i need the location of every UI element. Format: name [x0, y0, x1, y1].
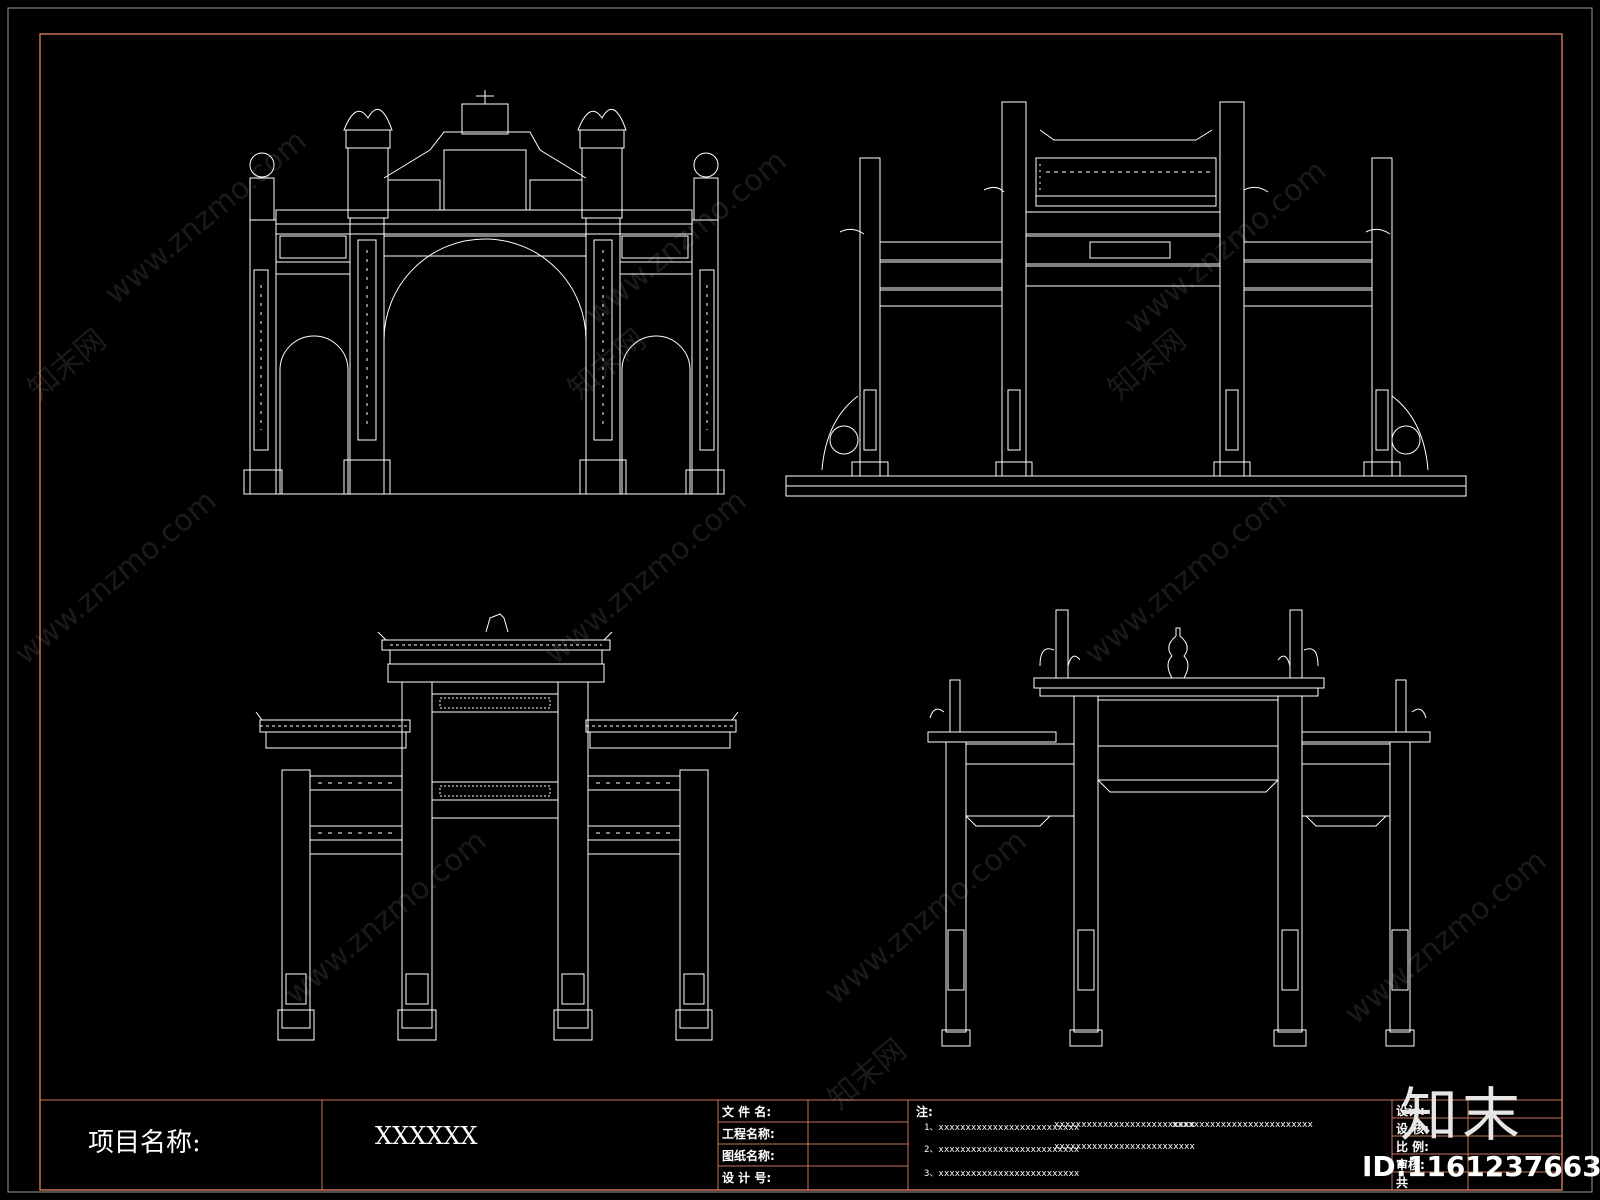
- total-label: 共: [1396, 1176, 1409, 1190]
- id-tag: ID:1161237663: [1362, 1150, 1600, 1183]
- file-name-label: 文 件 名:: [722, 1105, 772, 1119]
- designer-label: 设计:: [1396, 1104, 1425, 1118]
- pailou-elevation-1: [785, 101, 1467, 497]
- scale-label: 比 例:: [1396, 1140, 1429, 1154]
- outer-frame: [7, 7, 1593, 1193]
- drawing-name-label: 图纸名称:: [722, 1149, 775, 1163]
- drawing-border: [39, 33, 1563, 1191]
- note-1b: xxxxxxxxxxxxxxxxxxxxxxxxxx: [1054, 1120, 1195, 1130]
- note-1c: xxxxxxxxxxxxxxxxxxxxxxxxxx: [1172, 1120, 1313, 1130]
- project-name-label: 项目名称:: [88, 1128, 201, 1158]
- brand-logo-text: 知末: [1400, 1081, 1525, 1149]
- notes-label: 注:: [916, 1105, 933, 1119]
- reviewer-label: 设 核:: [1396, 1122, 1429, 1136]
- project-title-label: 工程名称:: [722, 1127, 775, 1141]
- note-2a: 2、xxxxxxxxxxxxxxxxxxxxxxxxxx: [924, 1145, 1080, 1155]
- design-number-label: 设 计 号:: [722, 1171, 772, 1185]
- three-bay-gate-elevation: [255, 613, 739, 1041]
- title-block: [40, 1099, 1562, 1190]
- note-3a: 3、xxxxxxxxxxxxxxxxxxxxxxxxxx: [924, 1169, 1080, 1179]
- note-2b: xxxxxxxxxxxxxxxxxxxxxxxxxx: [1054, 1142, 1195, 1152]
- arch-gate-elevation: [243, 90, 725, 495]
- project-name-value: XXXXXX: [375, 1122, 478, 1150]
- reviewed-label: 审核:: [1396, 1158, 1425, 1172]
- note-1a: 1、xxxxxxxxxxxxxxxxxxxxxxxxxx: [924, 1123, 1080, 1133]
- pailou-elevation-2: [927, 609, 1431, 1047]
